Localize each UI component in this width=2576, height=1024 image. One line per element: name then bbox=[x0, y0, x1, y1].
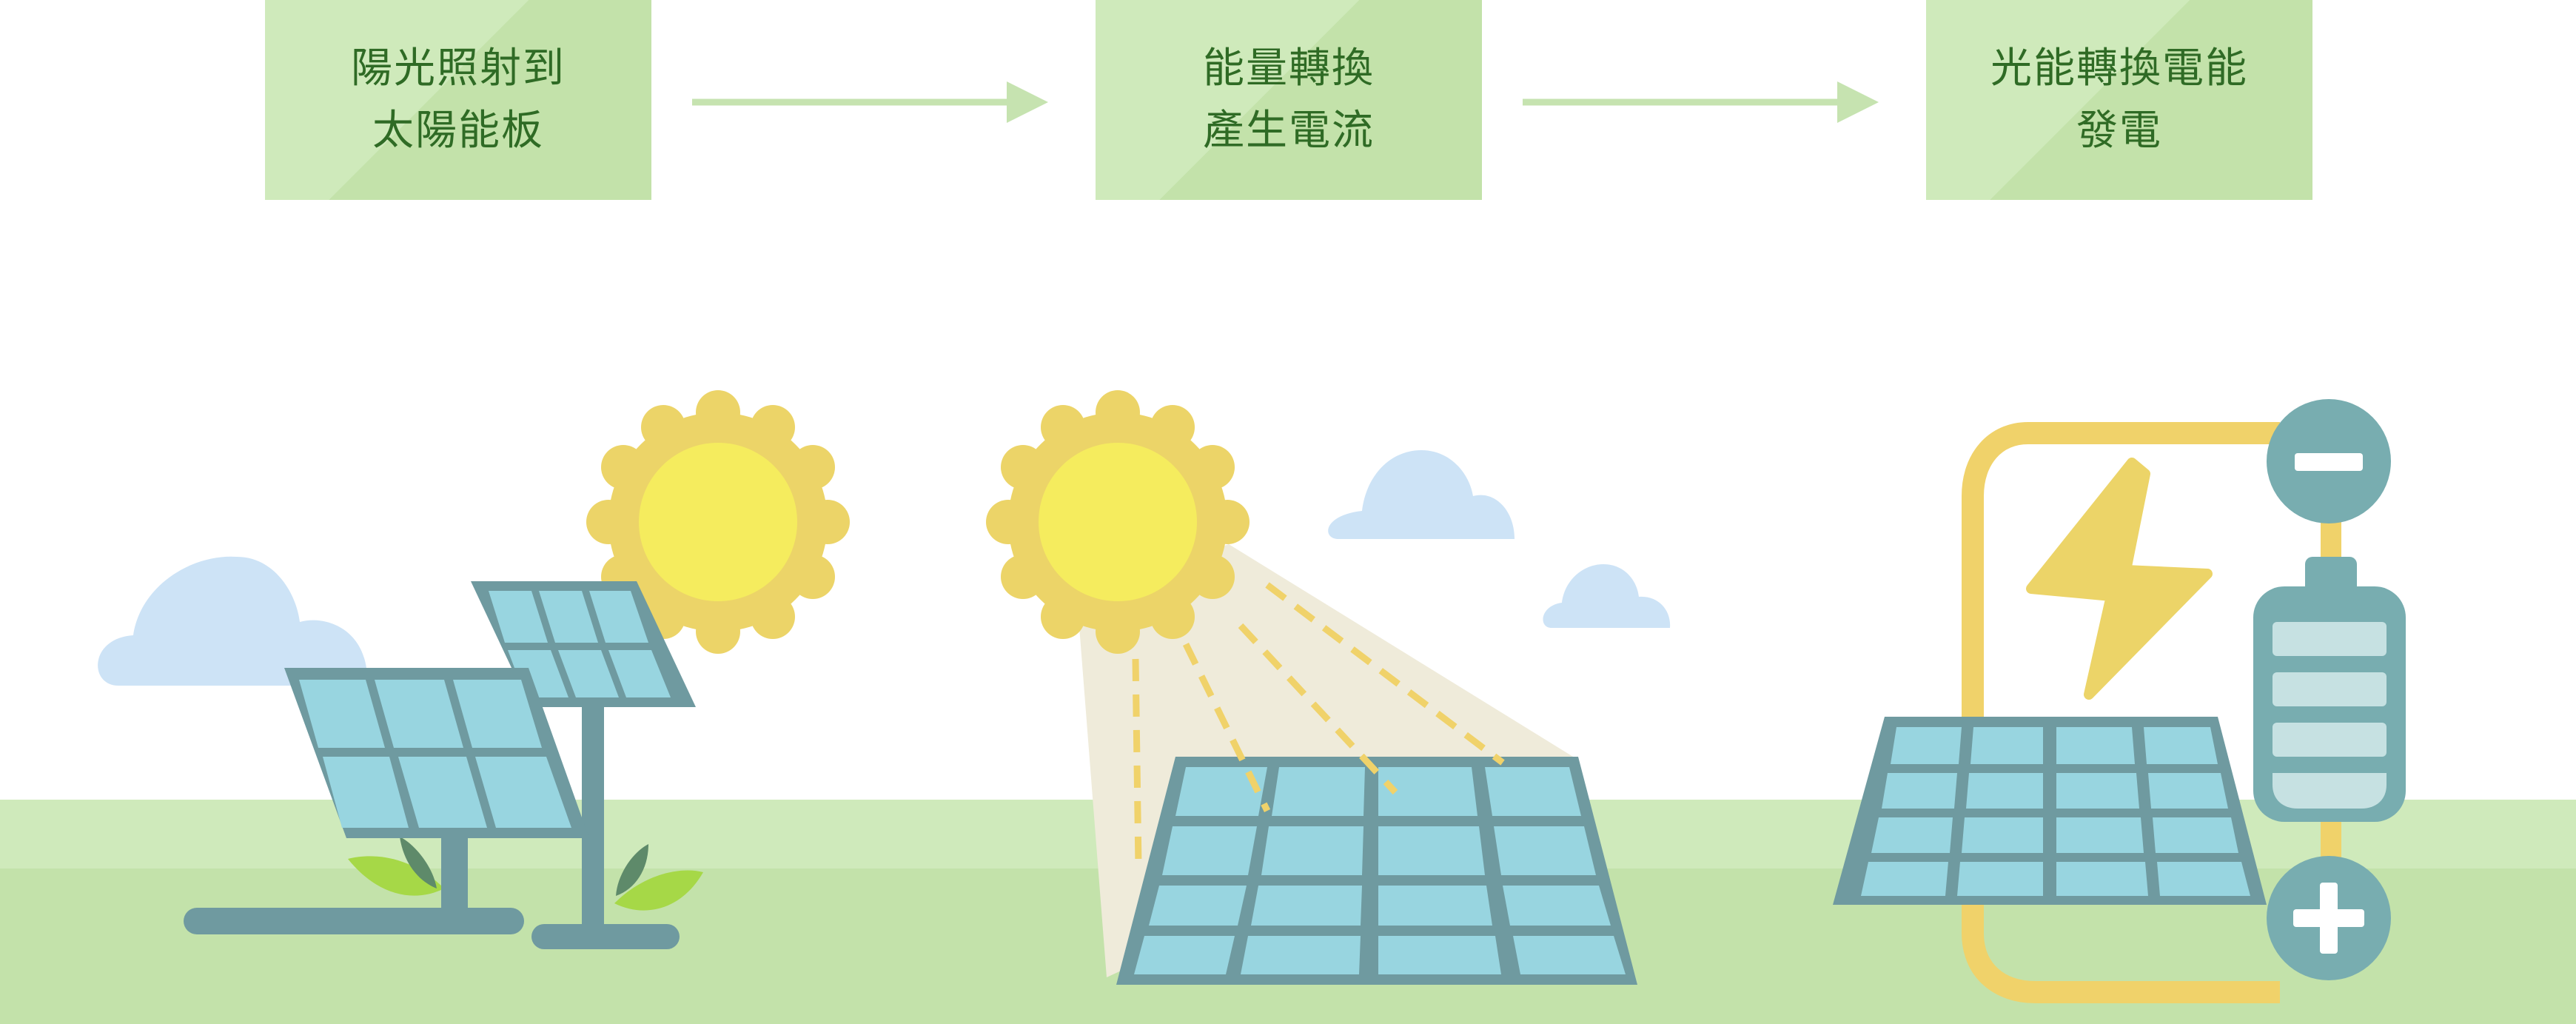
lightning-bolt-icon bbox=[2026, 458, 2213, 700]
step-3-line-1: 光能轉換電能 bbox=[1990, 44, 2248, 93]
step-2-line-1: 能量轉換 bbox=[1203, 44, 1375, 93]
step-box-generation: 光能轉換電能 發電 bbox=[1926, 0, 2312, 200]
step-1-line-2: 太陽能板 bbox=[372, 107, 544, 155]
plus-icon bbox=[2267, 856, 2391, 980]
step-3-line-2: 發電 bbox=[2076, 107, 2162, 155]
sun-rays bbox=[1132, 582, 1505, 867]
arrow-right-icon bbox=[692, 81, 1048, 123]
arrow-right-icon bbox=[1523, 81, 1879, 123]
minus-icon bbox=[2267, 399, 2391, 523]
step-box-conversion: 能量轉換 產生電流 bbox=[1096, 0, 1482, 200]
cloud-icon bbox=[1543, 564, 1671, 628]
solar-panel-icon bbox=[1116, 757, 1637, 985]
plant-icon bbox=[348, 837, 703, 911]
wire bbox=[1962, 422, 2280, 1003]
solar-panel-icon bbox=[1833, 717, 2267, 905]
sun-icon bbox=[586, 390, 850, 654]
sun-icon bbox=[986, 390, 1250, 654]
step-1-line-1: 陽光照射到 bbox=[351, 44, 566, 93]
cloud-icon bbox=[98, 556, 368, 686]
step-box-sunlight: 陽光照射到 太陽能板 bbox=[265, 0, 651, 200]
battery-icon bbox=[2253, 557, 2406, 822]
step-2-line-2: 產生電流 bbox=[1203, 107, 1375, 155]
cloud-icon bbox=[1328, 450, 1515, 539]
solar-panel-icon bbox=[184, 668, 589, 934]
